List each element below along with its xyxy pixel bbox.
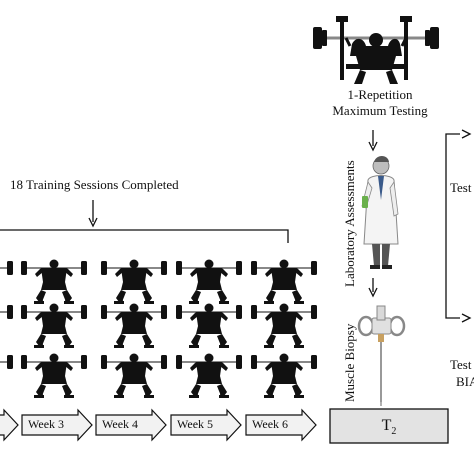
lab-assessments-label: Laboratory Assessments bbox=[342, 160, 357, 287]
bench-press-icon bbox=[313, 16, 439, 84]
t2-box bbox=[329, 408, 449, 444]
squat-lifter-icon bbox=[0, 302, 14, 349]
squat-lifter-icon bbox=[250, 302, 318, 349]
squat-lifter-icon bbox=[100, 352, 168, 399]
squat-lifter-icon bbox=[175, 352, 243, 399]
squat-lifter-icon bbox=[250, 258, 318, 305]
one-rm-line-1: 1-Repetition bbox=[347, 87, 413, 102]
sessions-arrow bbox=[88, 200, 98, 228]
t2-timepoint-label: T2 bbox=[330, 409, 448, 443]
biopsy-needle-icon bbox=[357, 305, 406, 406]
timeline-arrow-week bbox=[21, 408, 93, 442]
muscle-biopsy-label: Muscle Biopsy bbox=[342, 323, 357, 402]
squat-lifter-icon bbox=[100, 258, 168, 305]
rm-arrow bbox=[368, 130, 378, 152]
squat-lifter-icon bbox=[175, 258, 243, 305]
squat-lifter-icon bbox=[100, 302, 168, 349]
week-label: Week 3 bbox=[28, 417, 65, 431]
test-label-top: Test bbox=[450, 180, 472, 195]
test-bottom-line-1: Test bbox=[450, 357, 472, 372]
timeline-arrow-week bbox=[170, 408, 242, 442]
one-rm-line-2: Maximum Testing bbox=[332, 103, 428, 118]
squat-lifter-icon bbox=[175, 302, 243, 349]
t2-letter: T bbox=[381, 417, 392, 434]
week-label: Week 5 bbox=[177, 417, 214, 431]
squat-lifter-icon bbox=[0, 352, 14, 399]
test-bottom-line-2: BIA bbox=[456, 374, 474, 389]
sessions-bracket bbox=[0, 229, 289, 243]
timeline-arrow-partial bbox=[0, 408, 19, 442]
test-label-bottom: Test BIA bbox=[450, 356, 474, 390]
sessions-label: 18 Training Sessions Completed bbox=[10, 177, 179, 192]
squat-lifter-icon bbox=[20, 302, 88, 349]
squat-lifter-icon bbox=[20, 352, 88, 399]
lab-arrow bbox=[368, 278, 378, 298]
week-label: Week 6 bbox=[252, 417, 289, 431]
squat-lifter-icon bbox=[0, 258, 14, 305]
timeline-arrow-week bbox=[245, 408, 317, 442]
lifter-grid bbox=[0, 258, 318, 399]
squat-lifter-icon bbox=[20, 258, 88, 305]
scientist-icon bbox=[361, 156, 399, 269]
timeline-arrow-week bbox=[95, 408, 167, 442]
right-bracket bbox=[445, 129, 472, 323]
week-label: Week 4 bbox=[102, 417, 139, 431]
one-rm-label: 1-Repetition Maximum Testing bbox=[310, 87, 450, 119]
t2-subscript: 2 bbox=[391, 426, 397, 438]
timeline-arrows bbox=[0, 408, 317, 442]
squat-lifter-icon bbox=[250, 352, 318, 399]
